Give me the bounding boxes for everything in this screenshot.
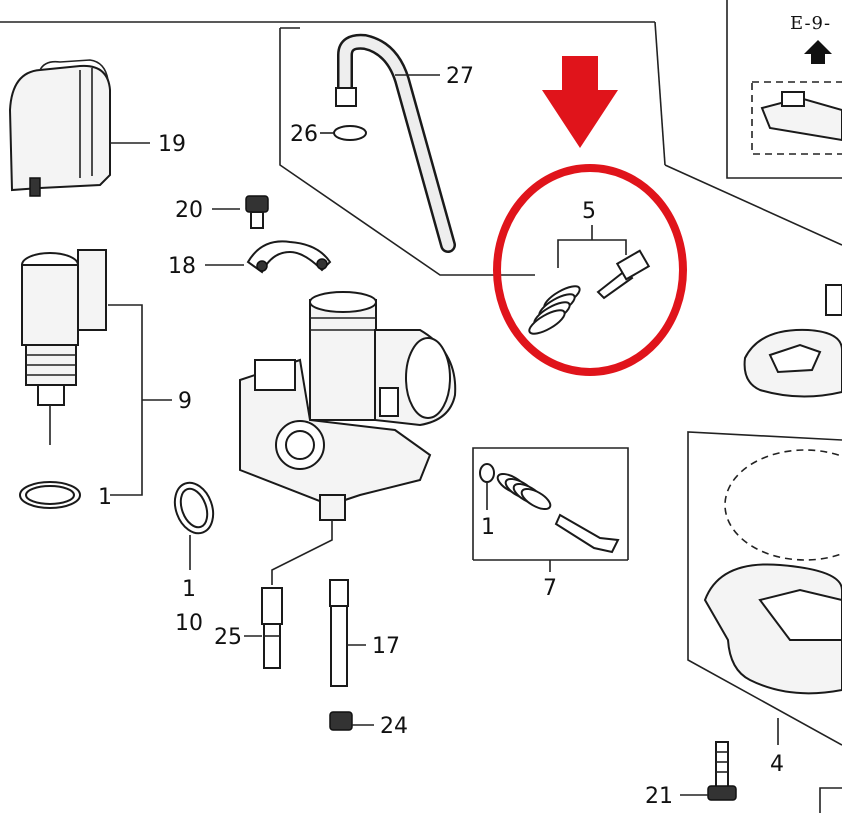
callout-1-kit: 1 (481, 515, 495, 540)
part-24-jet: 24 (329, 711, 408, 739)
part-10-gasket: 1 10 (173, 481, 215, 636)
needle-screw (596, 249, 651, 300)
callout-25: 25 (214, 625, 242, 650)
part-9-solenoid: 9 (21, 249, 192, 496)
callout-5: 5 (582, 199, 596, 224)
kit-spring (496, 472, 552, 511)
callout-19: 19 (158, 132, 186, 157)
callout-26: 26 (290, 122, 318, 147)
callout-10: 10 (175, 611, 203, 636)
reference-label: E-9- (790, 13, 831, 34)
callout-4: 4 (770, 752, 784, 777)
callout-27: 27 (446, 64, 474, 89)
part-19-cap: 19 (8, 59, 186, 197)
callout-1-gasket: 1 (182, 577, 196, 602)
callout-21: 21 (645, 784, 673, 809)
spring (528, 285, 581, 335)
part-1-oring-left: 1 (19, 481, 112, 510)
part-25-jet: 25 (214, 587, 283, 669)
callout-7: 7 (543, 576, 557, 601)
highlight-circle (493, 164, 687, 376)
part-27-hose: 27 (335, 33, 474, 253)
callout-24: 24 (380, 714, 408, 739)
up-arrow-icon (804, 40, 832, 64)
highlighted-part-5: 5 (493, 56, 687, 376)
carburetor-body (239, 291, 457, 585)
callout-17: 17 (372, 634, 400, 659)
hose-inset-frame (279, 27, 535, 276)
part-21-bolt: 21 (645, 741, 737, 809)
callout-18: 18 (168, 254, 196, 279)
down-arrow-icon (542, 56, 618, 148)
part-18-clamp: 18 (168, 240, 332, 279)
part-26-clip: 26 (290, 122, 367, 147)
right-side-parts: 4 (703, 284, 842, 813)
callout-1-left: 1 (98, 485, 112, 510)
callout-9: 9 (178, 389, 192, 414)
reference-inset: E-9- (751, 13, 842, 155)
callout-20: 20 (175, 198, 203, 223)
part-17-nozzle: 17 (329, 579, 400, 687)
part-7-kit: 1 7 (472, 447, 629, 601)
part-20-screw: 20 (175, 195, 269, 229)
frame-lines (0, 0, 842, 746)
